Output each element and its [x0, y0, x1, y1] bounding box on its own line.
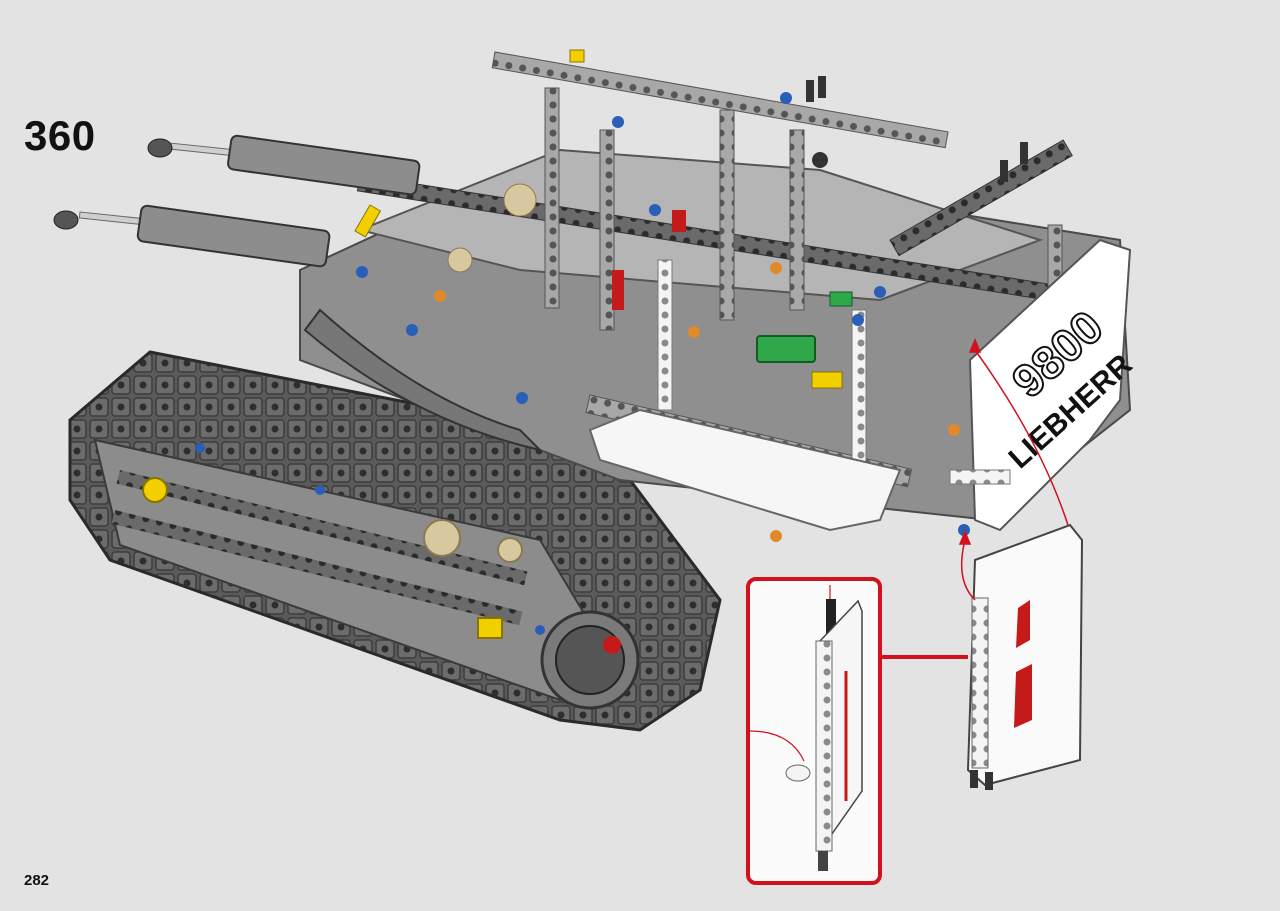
hydraulic-cylinders [53, 134, 421, 268]
white-panel-part [966, 523, 1084, 790]
page-number: 282 [24, 872, 50, 889]
step-number: 360 [24, 112, 96, 159]
assembly-arrow [958, 338, 1069, 601]
callout-detail [749, 585, 863, 871]
callout-box [746, 577, 882, 885]
superstructure-frame: LIEBHERR 9800 [195, 49, 1139, 635]
